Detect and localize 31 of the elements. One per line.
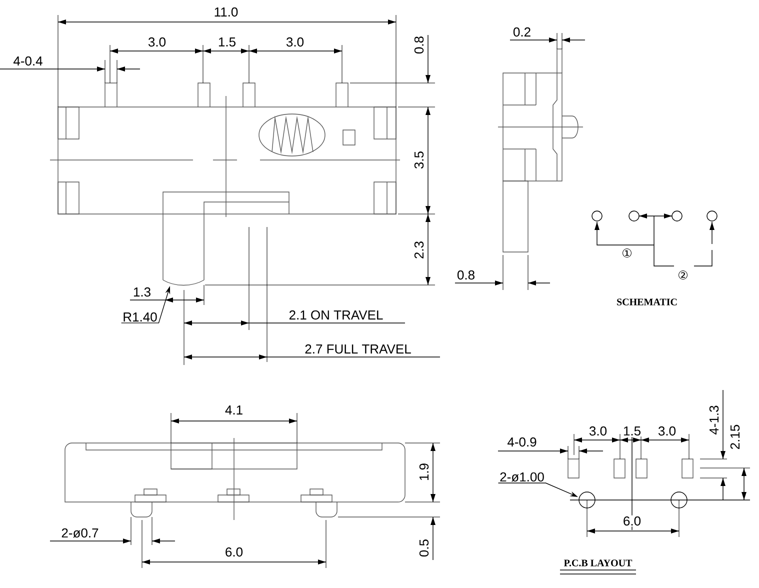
dimension-label: 2.1 ON TRAVEL	[288, 309, 384, 321]
callout-number: ①	[620, 248, 634, 258]
dimension-label: 1.5	[622, 425, 642, 437]
dimension-label: 4-0.4	[12, 55, 44, 67]
dimension-label: 1.5	[216, 36, 238, 48]
dimension-label: 2.3	[413, 240, 425, 260]
dimension-label: 2.7 FULL TRAVEL	[304, 343, 412, 355]
dimension-label: 11.0	[212, 6, 240, 18]
dimension-label: 1.9	[418, 462, 430, 482]
dimension-label: 3.0	[656, 425, 678, 437]
dimension-label: 6.0	[622, 515, 642, 527]
dimension-label: 4-1.3	[708, 404, 720, 436]
dimension-label: 0.8	[413, 34, 425, 56]
dimension-label: 2.15	[729, 423, 741, 451]
dimension-label: 6.0	[224, 546, 244, 558]
dimension-label: 4-0.9	[506, 436, 538, 448]
dimension-label: 2-ø0.7	[60, 527, 100, 539]
dimension-label: 3.0	[284, 36, 306, 48]
dimension-label: 0.8	[456, 269, 476, 281]
leader-label: R1.40	[124, 312, 157, 322]
dimension-label: 1.3	[132, 286, 152, 298]
dimension-label: 3.5	[413, 150, 425, 170]
dimension-label: 3.0	[146, 36, 168, 48]
callout-number: ②	[676, 270, 690, 280]
dimension-label: 4.1	[224, 404, 244, 416]
dimension-label: 3.0	[588, 425, 608, 437]
dimension-label: 0.5	[418, 538, 430, 558]
view-title: P.C.B LAYOUT	[562, 558, 634, 568]
view-title: SCHEMATIC	[616, 298, 678, 306]
leader-label: 2-ø1.00	[500, 472, 544, 482]
dimension-label: 0.2	[512, 26, 532, 38]
